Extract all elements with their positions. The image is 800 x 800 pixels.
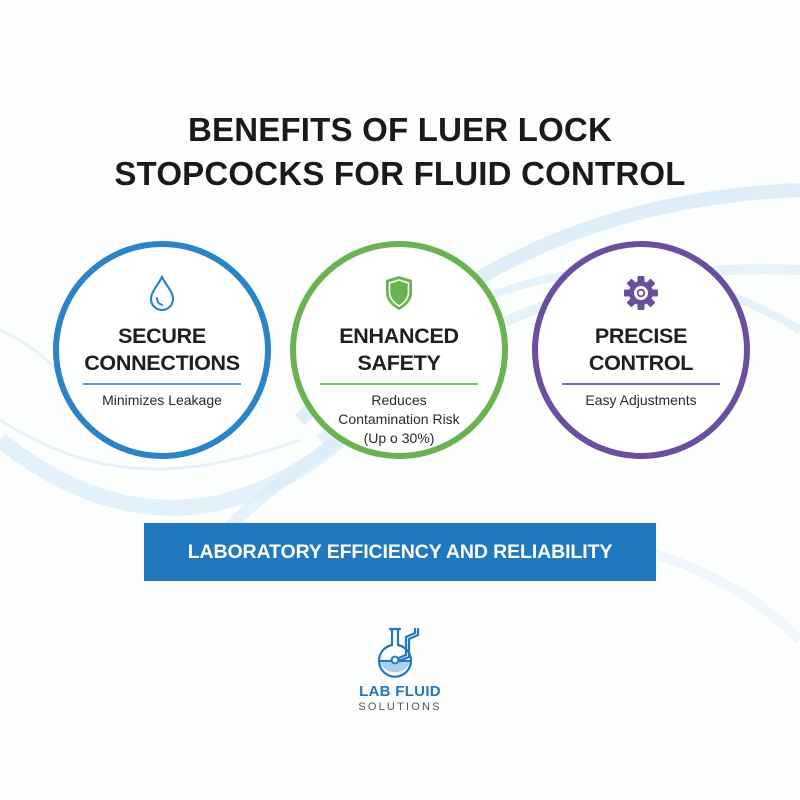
benefit-description: Easy Adjustments [585,391,696,410]
benefit-heading: PRECISE CONTROL [588,323,694,377]
benefit-heading-line-1: PRECISE [594,324,688,348]
summary-banner-label: LABORATORY EFFICIENCY AND RELIABILITY [187,540,613,563]
summary-banner: LABORATORY EFFICIENCY AND RELIABILITY [144,523,656,581]
benefit-heading-line-2: CONNECTIONS [84,351,240,375]
benefit-heading-line-1: SECURE [118,324,206,348]
benefit-description-line-1: Reduces [371,392,427,408]
brand-tagline: SOLUTIONS [358,701,442,713]
benefit-card-enhanced-safety: ENHANCED SAFETY Reduces Contamination Ri… [290,241,508,459]
divider [562,383,720,385]
shield-icon [381,273,417,313]
benefit-heading-line-1: ENHANCED [339,324,459,348]
benefit-description: Reduces Contamination Risk (Up o 30%) [338,391,459,448]
title-line-1: BENEFITS OF LUER LOCK [187,111,613,148]
benefit-heading-line-2: SAFETY [357,351,441,375]
benefit-card-precise-control: PRECISE CONTROL Easy Adjustments [532,241,750,459]
benefit-heading-line-2: CONTROL [588,351,694,375]
benefit-description-line-1: Easy Adjustments [585,392,697,408]
divider [320,383,478,385]
benefit-description-line-2: Contamination Risk [338,411,460,427]
benefit-description-line-3: (Up o 30%) [363,430,435,446]
benefit-heading: SECURE CONNECTIONS [84,323,240,377]
benefit-card-secure-connections: SECURE CONNECTIONS Minimizes Leakage [53,241,271,459]
gear-icon [623,273,659,313]
title-line-2: STOPCOCKS FOR FLUID CONTROL [114,155,686,192]
flask-icon [377,627,420,678]
brand-name: LAB FLUID [359,683,441,700]
brand-logo: LAB FLUID SOLUTIONS [340,625,460,714]
page-title: BENEFITS OF LUER LOCK STOPCOCKS FOR FLUI… [0,108,800,196]
benefit-heading: ENHANCED SAFETY [339,323,459,377]
water-drop-icon [144,273,180,313]
benefit-description: Minimizes Leakage [102,391,222,410]
benefit-description-line-1: Minimizes Leakage [102,392,222,408]
divider [83,383,241,385]
